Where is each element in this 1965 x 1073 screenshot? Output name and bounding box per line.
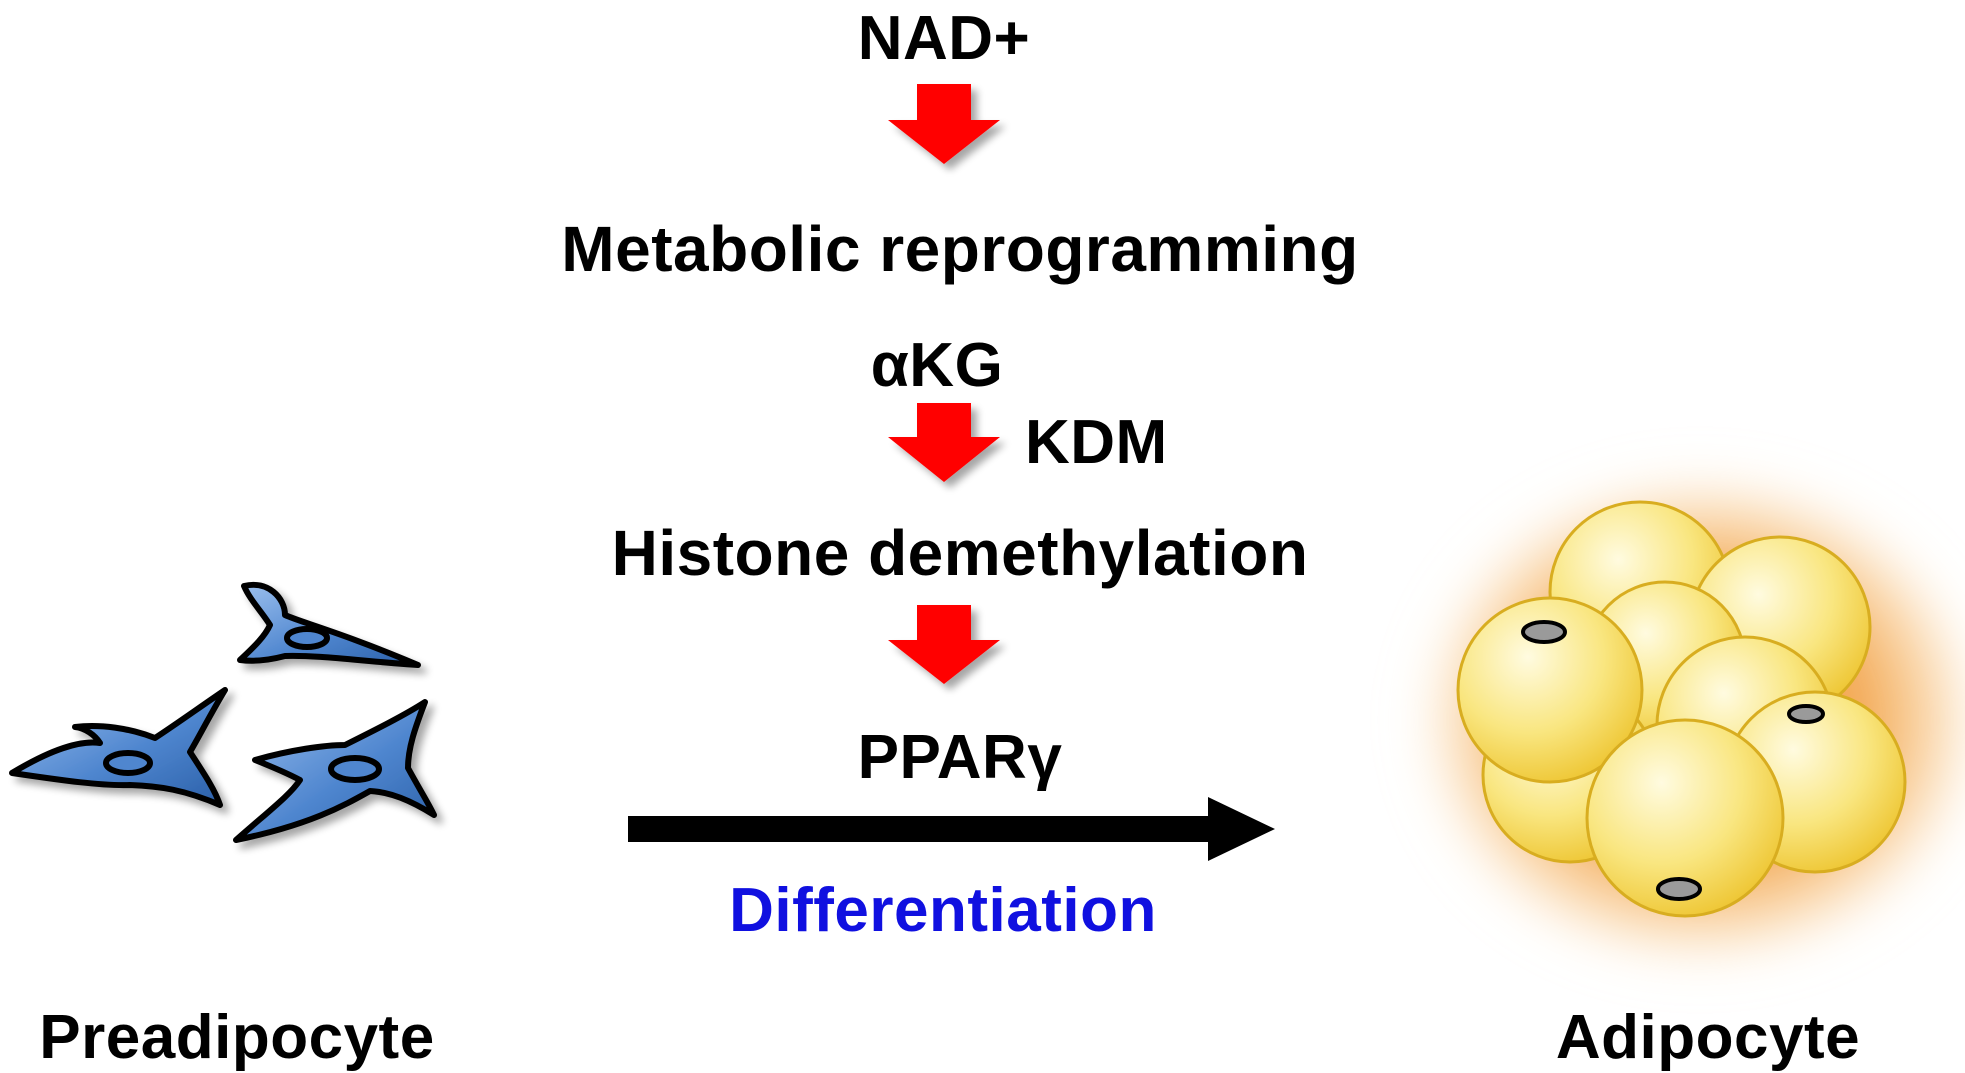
adipocyte-nucleus bbox=[1656, 877, 1702, 901]
preadipocyte-cells bbox=[9, 581, 437, 843]
ppar-gamma-label: PPARγ bbox=[857, 723, 1063, 792]
preadipocyte-cell-right bbox=[233, 699, 437, 843]
kdm-label: KDM bbox=[1025, 408, 1168, 477]
preadipocyte-label: Preadipocyte bbox=[39, 1003, 435, 1072]
akg-label: αKG bbox=[870, 331, 1004, 400]
adipocyte-label: Adipocyte bbox=[1555, 1003, 1861, 1072]
preadipocyte-cell-left bbox=[9, 687, 228, 808]
arrow-akg-to-histone bbox=[888, 403, 1000, 482]
adipocyte-nucleus bbox=[1787, 704, 1825, 724]
adipocyte-cell bbox=[1585, 718, 1785, 918]
arrow-nad-to-metabolic bbox=[888, 84, 1000, 164]
differentiation-arrow bbox=[628, 797, 1275, 861]
preadipocyte-cell-top bbox=[237, 581, 421, 668]
adipocyte-cluster bbox=[1408, 465, 1965, 975]
metabolic-reprogramming-label: Metabolic reprogramming bbox=[561, 213, 1359, 285]
arrow-histone-to-ppar bbox=[888, 605, 1000, 684]
histone-demethylation-label: Histone demethylation bbox=[611, 517, 1309, 589]
differentiation-label: Differentiation bbox=[729, 876, 1157, 945]
adipocyte-cell bbox=[1456, 596, 1644, 784]
nad-label: NAD+ bbox=[857, 4, 1031, 73]
adipocyte-nucleus bbox=[1521, 620, 1567, 644]
